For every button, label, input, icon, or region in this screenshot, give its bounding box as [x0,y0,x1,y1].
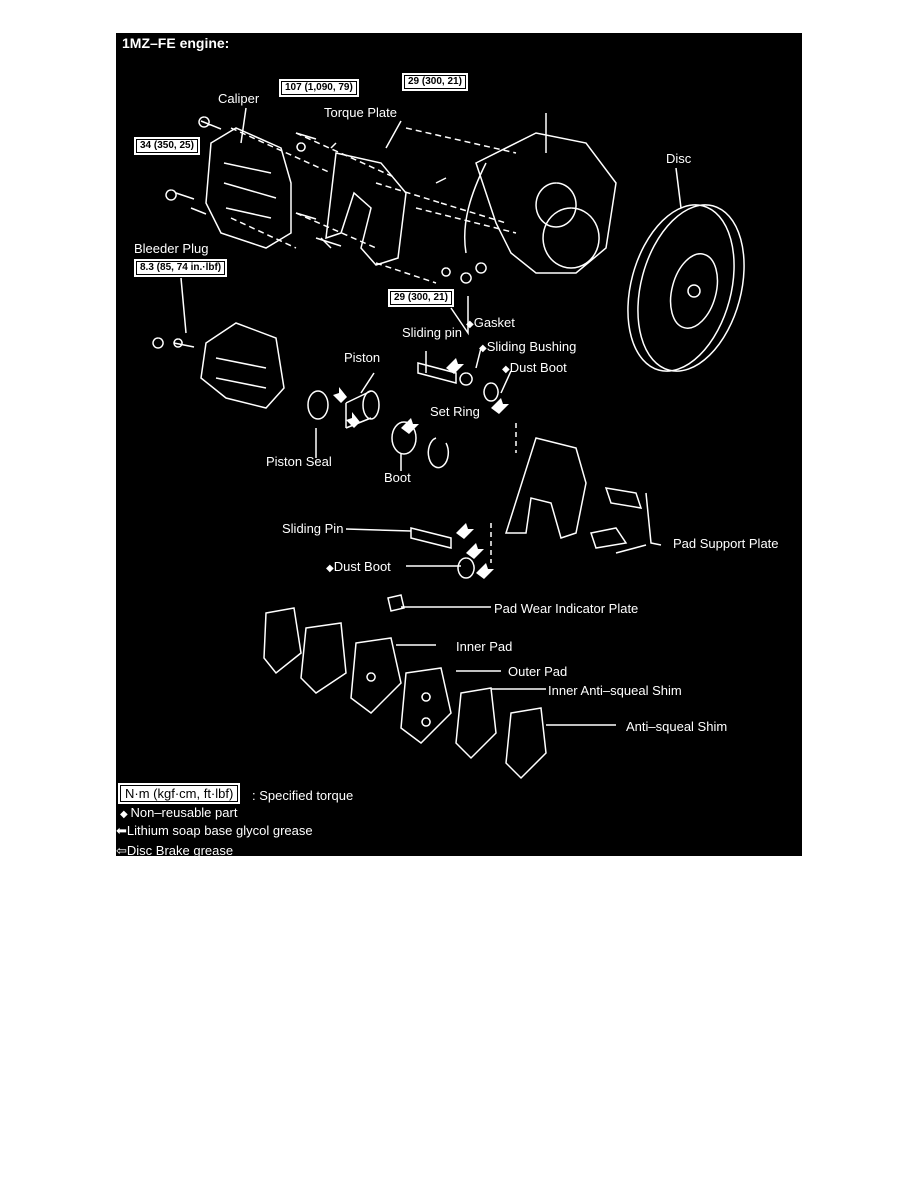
torque-box-107: 107 (1,090, 79) [279,79,359,97]
label-boot: Boot [384,470,411,485]
label-outer-pad: Outer Pad [508,664,568,679]
piston-seal-shape [307,390,329,420]
outer-pad-shape [400,667,452,744]
solid-arrow-icon: ⬅ [116,823,127,838]
exploded-diagram: 1MZ–FE engine: 107 (1,090, 79) 29 (300, … [116,33,802,856]
inner-pad-shape [350,637,402,714]
diagram-artwork [152,107,745,780]
label-set-ring: Set Ring [430,404,480,419]
shim-left [263,607,302,675]
diamond-icon: ◆ [120,809,131,820]
legend-lithium: ⬅Lithium soap base glycol grease [116,823,313,838]
label-inner-anti-squeal-shim: Inner Anti–squeal Shim [548,683,682,698]
caliper-shape [205,127,292,249]
inner-shim-shape [455,687,497,760]
label-sliding-pin-upper: Sliding pin [402,325,462,340]
label-disc: Disc [666,151,692,166]
boot-shape [391,421,417,455]
label-bleeder-plug: Bleeder Plug [134,241,209,256]
label-anti-squeal-shim: Anti–squeal Shim [626,719,728,734]
label-dust-boot-upper: ◆Dust Boot [502,360,567,375]
torque-plate-lower-shape [504,437,587,539]
anti-squeal-shim-shape [505,707,547,780]
diagram-title: 1MZ–FE engine: [122,35,230,51]
label-piston-seal: Piston Seal [266,454,332,469]
pad-left [300,622,347,694]
label-pad-support-plate: Pad Support Plate [673,536,779,551]
label-torque-plate: Torque Plate [324,105,397,120]
label-inner-pad: Inner Pad [456,639,513,654]
torque-box-8-3: 8.3 (85, 74 in.·lbf) [134,259,228,277]
legend-unit-text: : Specified torque [252,788,354,803]
label-gasket: ◆Gasket [466,315,515,330]
label-dust-boot-lower: ◆Dust Boot [326,559,391,574]
label-sliding-bushing: ◆Sliding Bushing [479,339,577,354]
label-sliding-pin-lower: Sliding Pin [282,521,344,536]
legend-unit-box: N·m (kgf·cm, ft·lbf) [118,783,241,804]
legend-non-reusable: ◆ Non–reusable part [120,805,238,820]
hollow-arrow-icon: ⇦ [116,843,127,856]
torque-box-29-top: 29 (300, 21) [402,73,468,91]
label-pad-wear-indicator: Pad Wear Indicator Plate [494,601,639,616]
set-ring-shape [427,437,450,469]
label-piston: Piston [344,350,381,365]
legend-disc-brake: ⇦Disc Brake grease [116,843,234,856]
caliper-lower-shape [200,322,285,409]
knuckle-shape [475,113,617,274]
torque-box-29-lower: 29 (300, 21) [388,289,454,307]
disc-shape [627,204,745,372]
label-caliper: Caliper [218,91,260,106]
torque-box-34: 34 (350, 25) [134,137,200,155]
torque-plate-shape [320,142,407,266]
